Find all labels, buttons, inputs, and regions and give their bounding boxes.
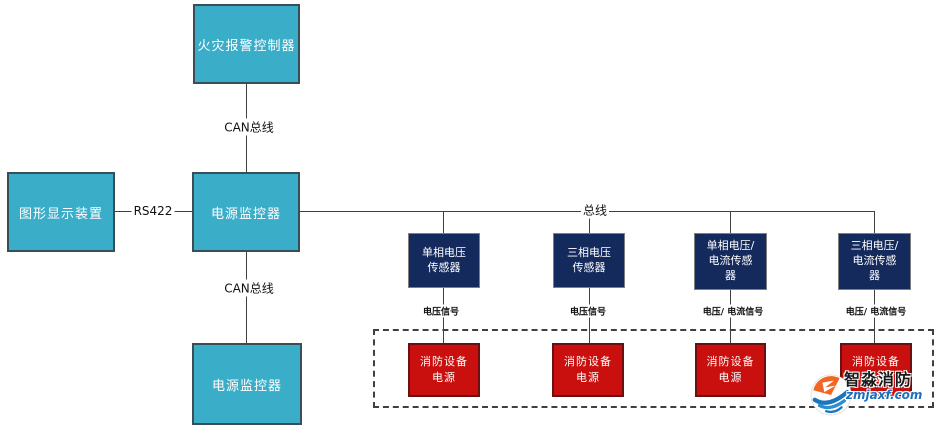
sensor-three-phase-voltage-current: 三相电压/ 电流传感 器: [838, 233, 911, 290]
node-graphic-display: 图形显示装置: [7, 172, 115, 252]
watermark-brand: 智淼消防: [844, 370, 913, 389]
sensor-single-phase-voltage: 单相电压 传感器: [408, 233, 480, 288]
signal-label-4: 电压/ 电流信号: [843, 304, 909, 318]
watermark-logo-icon: [810, 374, 852, 416]
node-fire-equipment-power-4: 消防设备 电源: [840, 343, 912, 397]
sensor-three-phase-voltage: 三相电压 传感器: [553, 233, 625, 288]
bus-drop-sensor4: [874, 212, 875, 233]
connector-line-monitor-to-monitor: [246, 252, 247, 343]
watermark-url: zmjaxf.com: [846, 388, 923, 402]
signal-label-1: 电压信号: [420, 304, 462, 318]
node-fire-equipment-power-1: 消防设备 电源: [408, 343, 480, 397]
rs422-label: RS422: [131, 204, 175, 218]
bus-drop-sensor3: [730, 212, 731, 233]
node-fire-alarm-controller: 火灾报警控制器: [193, 4, 300, 84]
can-bus-top-label: CAN总线: [222, 118, 276, 136]
can-bus-bottom-label: CAN总线: [222, 279, 276, 297]
bus-drop-sensor2: [589, 212, 590, 233]
bus-drop-sensor1: [443, 212, 444, 233]
node-power-monitor-mid: 电源监控器: [192, 172, 300, 252]
node-power-monitor-bottom: 电源监控器: [192, 343, 302, 425]
sensor-single-phase-voltage-current: 单相电压/ 电流传感 器: [694, 233, 767, 290]
node-fire-equipment-power-2: 消防设备 电源: [552, 343, 624, 397]
bus-label: 总线: [580, 201, 610, 219]
node-fire-equipment-power-3: 消防设备 电源: [695, 343, 766, 397]
signal-label-3: 电压/ 电流信号: [700, 304, 766, 318]
power-supply-group-border: [373, 329, 934, 408]
watermark: 智淼消防 zmjaxf.com: [810, 366, 936, 418]
signal-label-2: 电压信号: [567, 304, 609, 318]
